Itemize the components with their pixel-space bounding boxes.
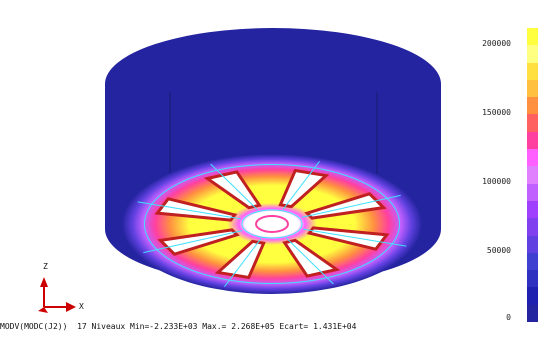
x-arrow-icon <box>66 302 76 312</box>
z-arrow-icon <box>40 277 48 287</box>
x-axis-label: X <box>79 302 84 311</box>
colorbar-segment <box>527 45 538 64</box>
colorbar-tick-150000: 150000 <box>482 108 511 117</box>
origin-marker-icon <box>38 307 48 313</box>
colorbar-segment <box>527 200 538 219</box>
mesh-ring <box>144 164 400 284</box>
z-axis-label: Z <box>43 262 48 271</box>
mesh-lines <box>137 161 407 287</box>
status-line: MODV(MODC(J2)) 17 Niveaux Min=-2.233E+03… <box>0 322 357 331</box>
mesh-spoke <box>137 201 241 220</box>
mesh-spoke <box>303 228 407 247</box>
colorbar-segment <box>527 62 538 81</box>
colorbar-segment <box>527 79 538 98</box>
mesh-spoke <box>224 238 262 287</box>
colorbar-tick-200000: 200000 <box>482 39 511 48</box>
colorbar-segment <box>527 304 538 323</box>
colorbar-segment <box>527 252 538 271</box>
colorbar-tick-0: 0 <box>506 313 511 322</box>
colorbar-segment <box>527 131 538 150</box>
colorbar-segment <box>527 28 538 46</box>
colorbar-segment <box>527 235 538 254</box>
colorbar-segment <box>527 97 538 115</box>
axis-triad <box>38 277 76 313</box>
hub <box>255 215 289 233</box>
mesh-ring <box>241 209 303 239</box>
colorbar-segment <box>527 114 538 133</box>
colorbar-segment <box>527 270 538 288</box>
colorbar <box>527 28 538 323</box>
colorbar-segment <box>527 149 538 167</box>
colorbar-segment <box>527 183 538 202</box>
mesh-spoke <box>282 161 320 210</box>
colorbar-tick-50000: 50000 <box>486 246 511 255</box>
mesh-spoke <box>285 237 334 285</box>
mesh-spoke <box>210 163 259 211</box>
mesh-spoke <box>301 194 401 218</box>
colorbar-segment <box>527 166 538 185</box>
colorbar-tick-100000: 100000 <box>482 177 511 186</box>
colorbar-segment <box>527 287 538 306</box>
mesh-spoke <box>143 230 243 254</box>
colorbar-segment <box>527 218 538 237</box>
